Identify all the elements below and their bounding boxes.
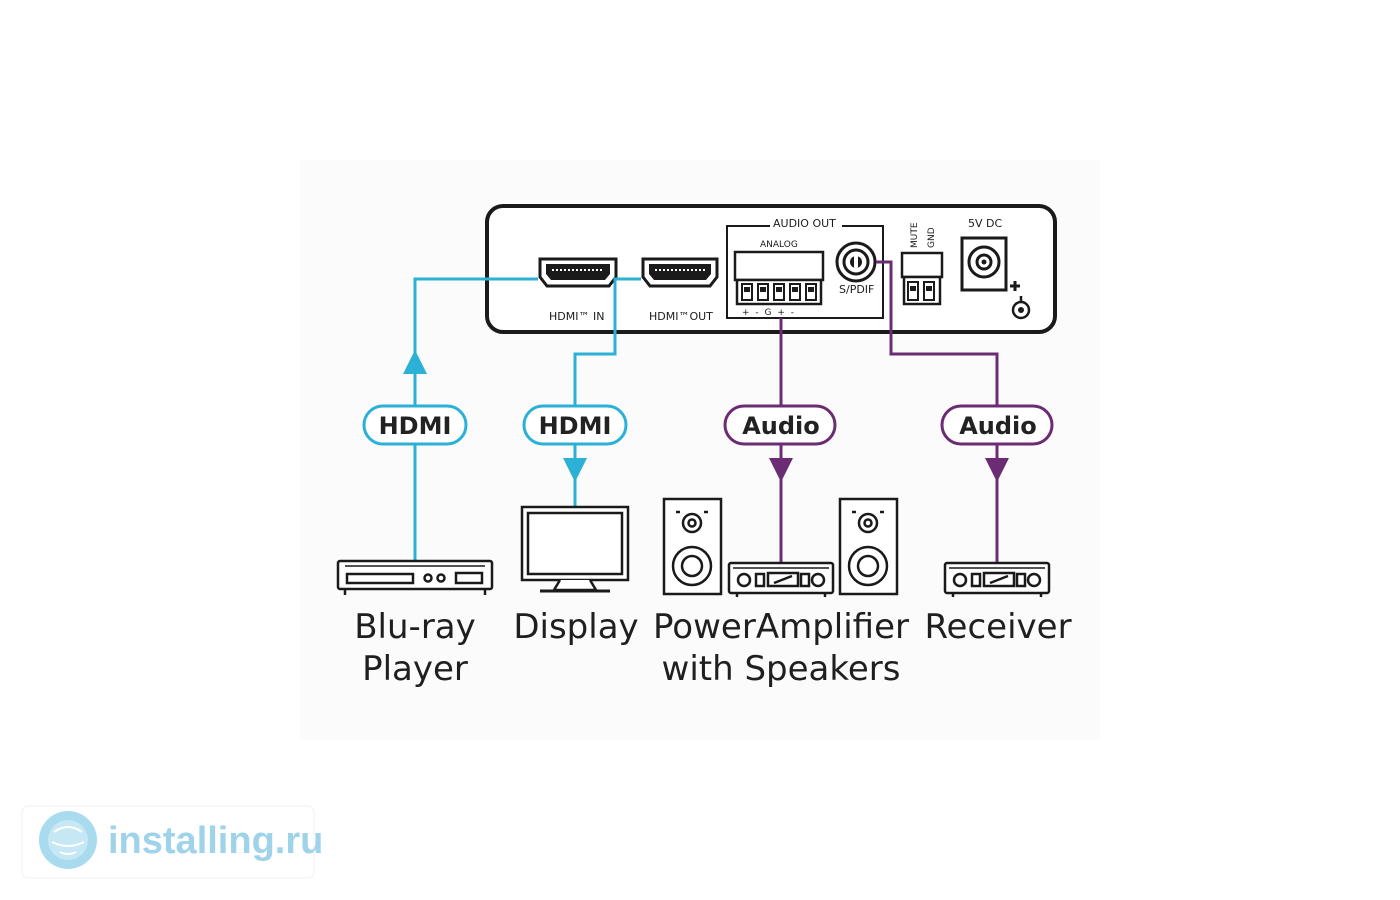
- spdif-audio-pill: Audio: [940, 404, 1054, 446]
- hdmi-out-label: HDMI™OUT: [649, 310, 713, 323]
- hdmi-out-pill: HDMI: [522, 404, 628, 446]
- hdmi-in-label: HDMI™ IN: [549, 310, 604, 323]
- amplifier-label-line1: PowerAmplifier: [653, 607, 909, 647]
- hdmi-in-pill-text: HDMI: [379, 412, 452, 440]
- hdmi-in-port-icon: [538, 257, 618, 288]
- device-rear-panel: HDMI™ IN HDMI™OUT AUDIO OUT ANALOG: [485, 204, 1057, 334]
- dc-power-jack-icon: [960, 236, 1008, 292]
- receiver-icon: [943, 561, 1051, 597]
- amplifier-label-line2: with Speakers: [662, 649, 901, 689]
- blu-ray-label-line1: Blu-ray: [354, 607, 476, 647]
- spdif-audio-pill-text: Audio: [959, 412, 1037, 440]
- mute-label: MUTE: [910, 222, 920, 248]
- watermark: installing.ru: [21, 805, 323, 879]
- spdif-label: S/PDIF: [839, 283, 874, 296]
- analog-terminal-block-icon: [733, 250, 825, 306]
- dc-label: 5V DC: [968, 217, 1002, 230]
- audio-out-label: AUDIO OUT: [773, 217, 836, 230]
- blu-ray-player-icon: [336, 559, 494, 595]
- analog-pins-label: + - G + -: [742, 308, 794, 318]
- globe-logo-icon: [39, 811, 97, 869]
- mute-terminal-icon: [900, 251, 944, 306]
- analog-audio-pill-text: Audio: [742, 412, 820, 440]
- hdmi-out-port-icon: [641, 257, 719, 288]
- hdmi-in-pill: HDMI: [362, 404, 468, 446]
- analog-label: ANALOG: [760, 240, 798, 250]
- blu-ray-label-line2: Player: [362, 649, 468, 689]
- hdmi-out-pill-text: HDMI: [539, 412, 612, 440]
- audio-out-group: AUDIO OUT ANALOG + - G + -: [726, 217, 884, 319]
- dc-polarity-icon: [1010, 281, 1031, 320]
- display-label: Display: [513, 607, 638, 647]
- amplifier-speakers-icon: [662, 497, 899, 597]
- spdif-connector-icon: [835, 241, 877, 283]
- receiver-label: Receiver: [924, 607, 1071, 647]
- hdmi-in-cable: [403, 277, 538, 560]
- display-monitor-icon: [520, 505, 630, 593]
- analog-audio-pill: Audio: [723, 404, 837, 446]
- watermark-text: installing.ru: [108, 820, 323, 862]
- gnd-label: GND: [927, 227, 937, 248]
